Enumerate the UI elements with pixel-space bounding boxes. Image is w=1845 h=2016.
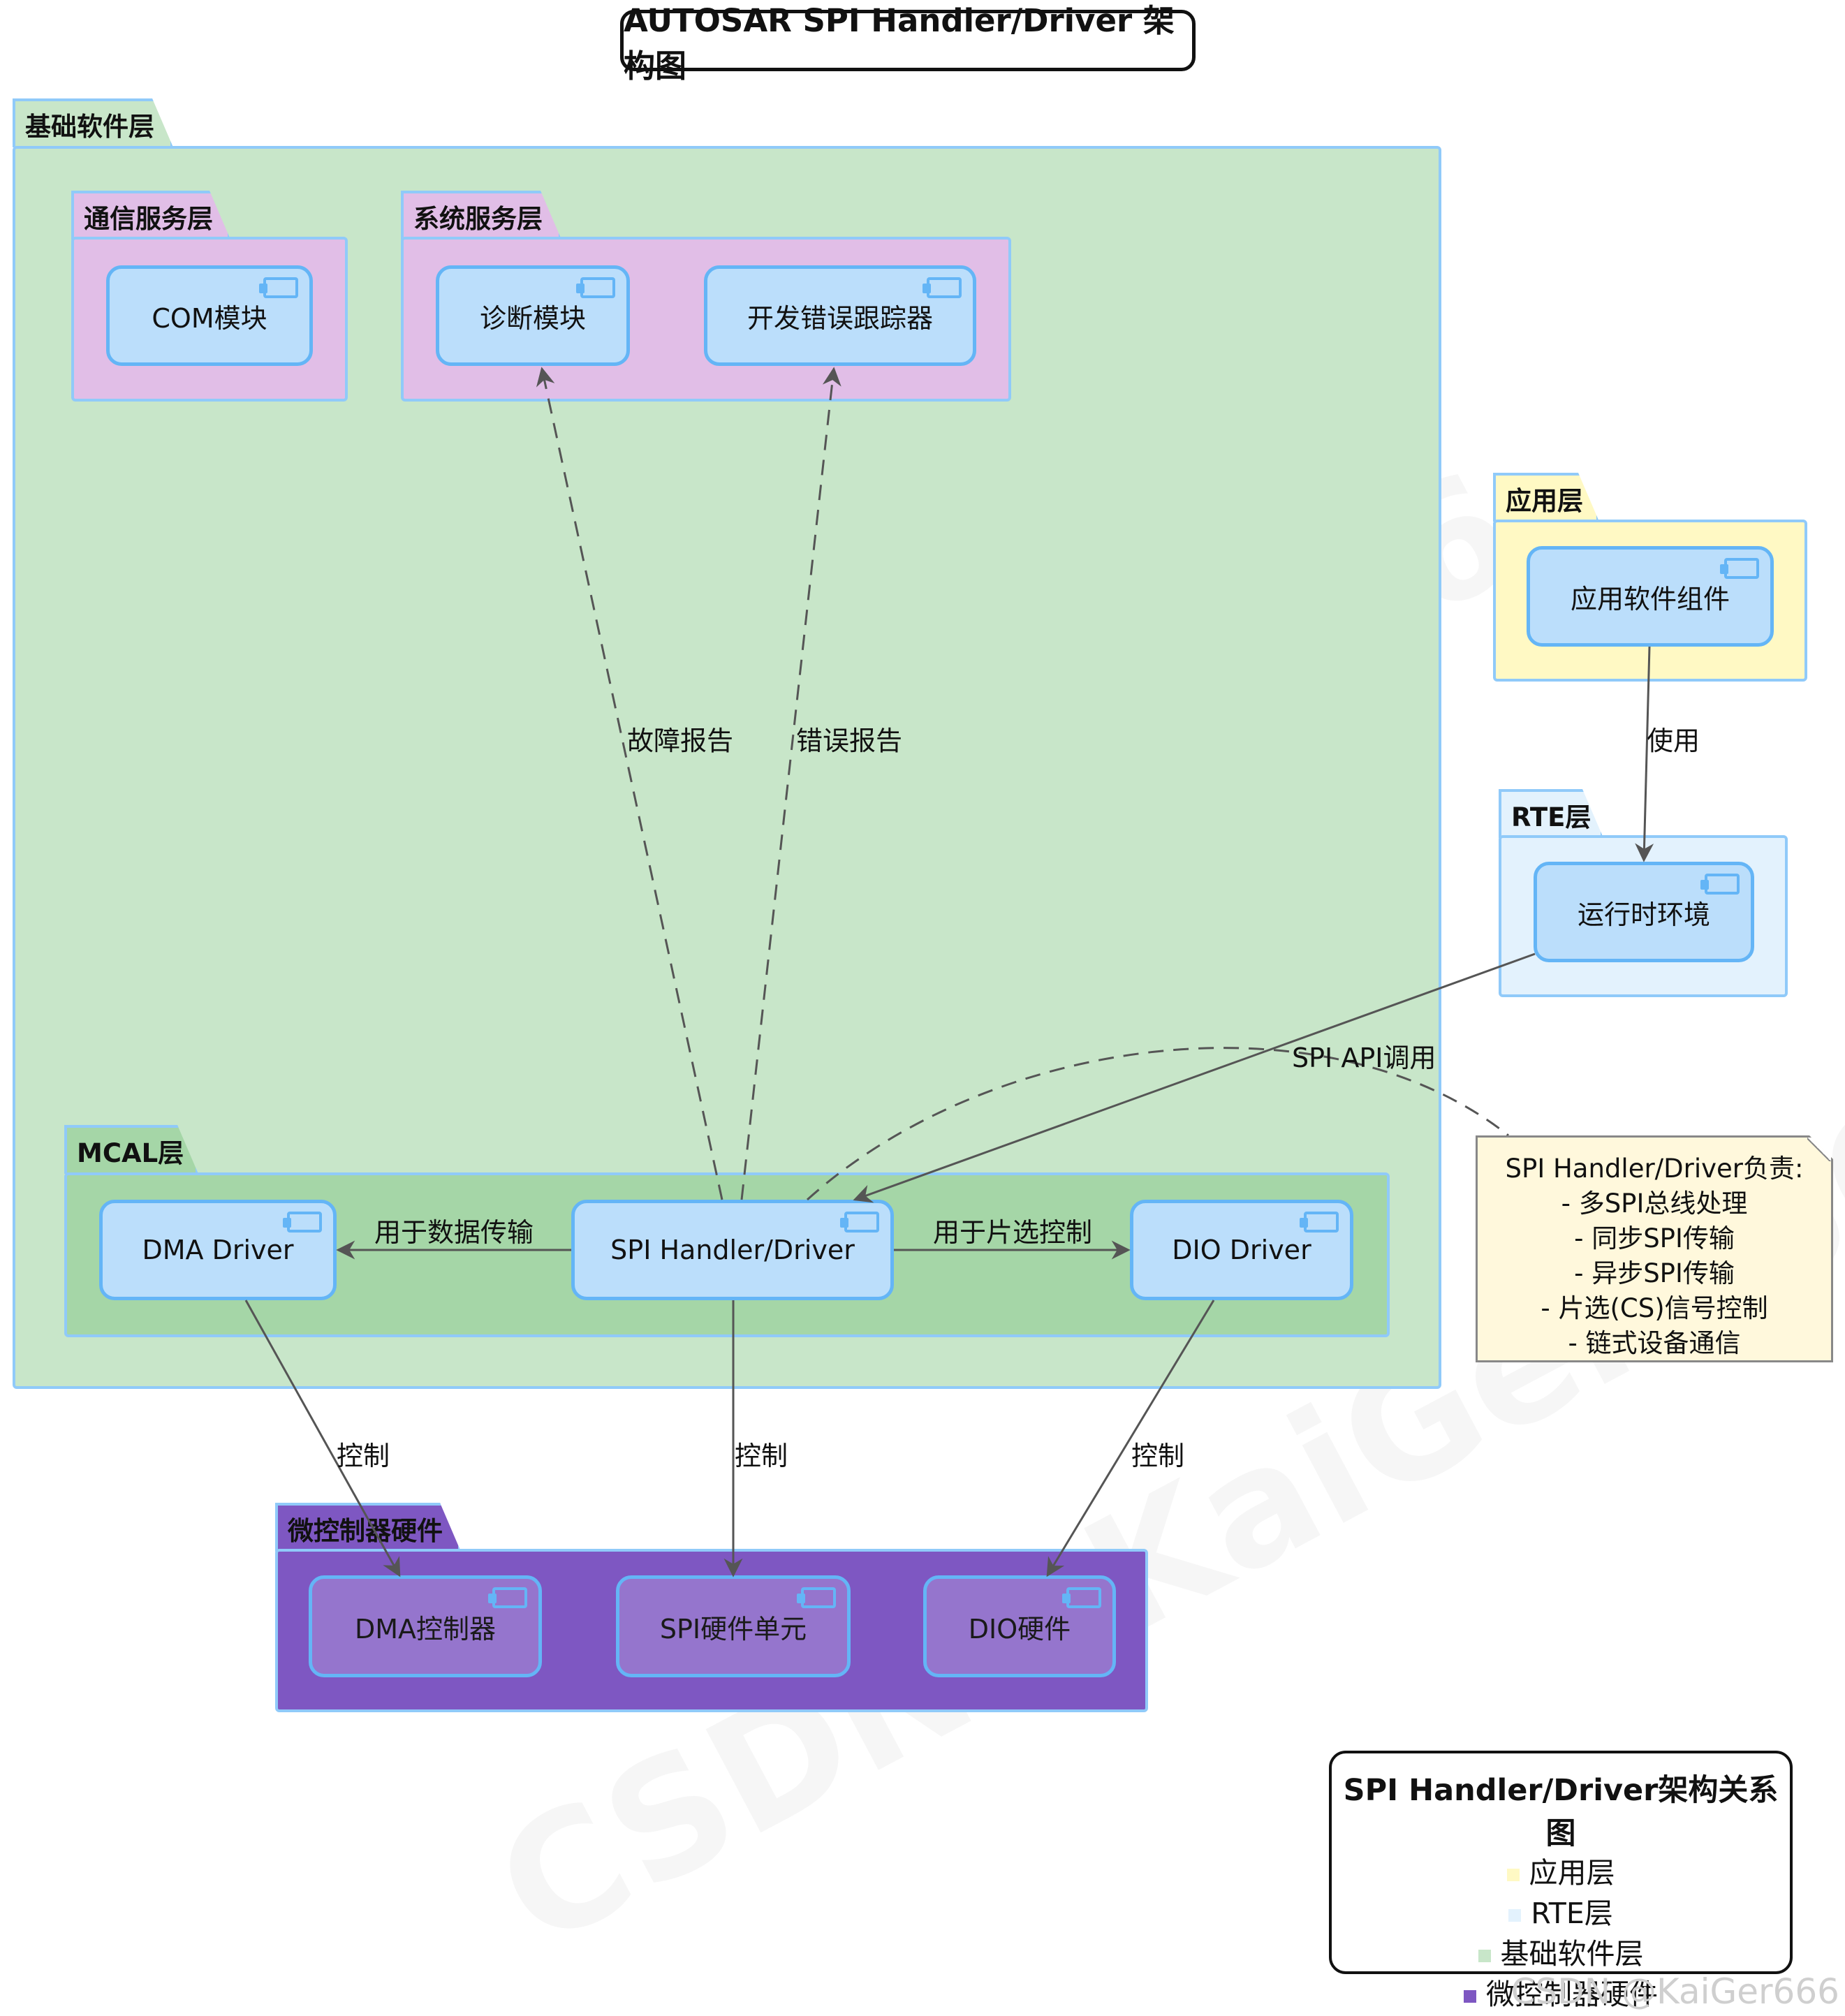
package-label-rte: RTE层 — [1511, 802, 1592, 832]
edge-note-link — [806, 1047, 1509, 1201]
component-icon — [1062, 1587, 1101, 1608]
edge-control-dma — [244, 1300, 401, 1577]
component-icon — [488, 1587, 527, 1608]
legend-label: 微控制器硬件 — [1486, 1978, 1658, 2011]
component-icon — [259, 277, 298, 298]
label-fault-report: 故障报告 — [627, 726, 734, 756]
component-rte-env[interactable]: 运行时环境 — [1534, 862, 1754, 962]
label-spi-api: SPI API调用 — [1292, 1043, 1436, 1073]
component-label: 开发错误跟踪器 — [747, 302, 933, 334]
component-label: SPI Handler/Driver — [610, 1235, 855, 1265]
note-title: SPI Handler/Driver负责: — [1505, 1154, 1804, 1184]
component-icon — [840, 1212, 879, 1233]
label-use: 使用 — [1647, 726, 1700, 756]
component-label: 诊断模块 — [479, 302, 586, 334]
component-icon — [797, 1587, 836, 1608]
legend-label: 应用层 — [1529, 1856, 1615, 1890]
edge-fault-report — [536, 367, 723, 1200]
component-com[interactable]: COM模块 — [106, 265, 313, 366]
legend-item: 基础软件层 — [1332, 1934, 1790, 1974]
label-control-dma: 控制 — [337, 1441, 390, 1471]
legend-label: 基础软件层 — [1500, 1937, 1644, 1971]
responsibility-note: SPI Handler/Driver负责: - 多SPI总线处理 - 同步SPI… — [1476, 1135, 1833, 1362]
label-control-dio: 控制 — [1131, 1441, 1185, 1471]
legend-item: RTE层 — [1332, 1893, 1790, 1934]
legend-title: SPI Handler/Driver架构关系图 — [1343, 1773, 1779, 1851]
legend-swatch — [1506, 1869, 1520, 1881]
package-tab-hw: 微控制器硬件 — [275, 1503, 461, 1552]
component-label: 应用软件组件 — [1570, 583, 1730, 615]
note-item: - 链式设备通信 — [1568, 1328, 1741, 1358]
package-label-mcal: MCAL层 — [77, 1138, 184, 1168]
component-spi-hw[interactable]: SPI硬件单元 — [616, 1575, 851, 1677]
legend: SPI Handler/Driver架构关系图 应用层 RTE层 基础软件层 微… — [1329, 1751, 1793, 2011]
component-label: DMA Driver — [142, 1235, 294, 1265]
component-dma-hw[interactable]: DMA控制器 — [309, 1575, 542, 1677]
legend-swatch — [1508, 1909, 1522, 1922]
label-control-spi: 控制 — [735, 1441, 788, 1471]
component-label: DMA控制器 — [354, 1613, 497, 1645]
component-diag[interactable]: 诊断模块 — [436, 265, 630, 366]
note-item: - 异步SPI传输 — [1574, 1258, 1735, 1288]
note-item: - 同步SPI传输 — [1574, 1223, 1735, 1253]
note-item: - 片选(CS)信号控制 — [1541, 1293, 1768, 1323]
legend-label: RTE层 — [1531, 1897, 1613, 1930]
legend-item: 微控制器硬件 — [1332, 1974, 1790, 2015]
package-tab-sys-services: 系统服务层 — [401, 191, 561, 240]
component-dio-hw[interactable]: DIO硬件 — [923, 1575, 1116, 1677]
component-dma-driver[interactable]: DMA Driver — [99, 1200, 337, 1300]
component-det[interactable]: 开发错误跟踪器 — [704, 265, 976, 366]
edge-error-report — [740, 367, 841, 1200]
package-label-hw: 微控制器硬件 — [288, 1516, 443, 1546]
package-tab-com-services: 通信服务层 — [71, 191, 230, 240]
credit-watermark: CSDN @KaiGer666 — [1510, 1971, 1839, 2012]
edge-use — [1635, 646, 1654, 862]
package-label-com-services: 通信服务层 — [84, 204, 213, 234]
component-app-swc[interactable]: 应用软件组件 — [1527, 546, 1774, 647]
package-tab-mcal: MCAL层 — [64, 1125, 198, 1174]
component-label: COM模块 — [152, 302, 267, 334]
component-icon — [576, 277, 615, 298]
label-error-report: 错误报告 — [796, 726, 903, 756]
component-label: SPI硬件单元 — [659, 1613, 807, 1645]
label-chip-select: 用于片选控制 — [933, 1217, 1093, 1248]
package-label-app: 应用层 — [1506, 486, 1583, 516]
package-label-bsw: 基础软件层 — [25, 112, 154, 142]
package-tab-app: 应用层 — [1493, 473, 1599, 522]
component-icon — [1700, 874, 1740, 895]
package-label-sys-services: 系统服务层 — [413, 204, 543, 234]
component-spi-driver[interactable]: SPI Handler/Driver — [571, 1200, 894, 1300]
component-label: DIO Driver — [1172, 1235, 1311, 1265]
component-icon — [1720, 558, 1759, 579]
legend-swatch — [1464, 1990, 1476, 2003]
edge-spi-api — [853, 952, 1536, 1203]
component-icon — [283, 1212, 322, 1233]
note-item: - 多SPI总线处理 — [1561, 1189, 1748, 1219]
edge-control-dio — [1046, 1300, 1215, 1577]
component-dio-driver[interactable]: DIO Driver — [1130, 1200, 1353, 1300]
label-data-transfer: 用于数据传输 — [374, 1217, 534, 1248]
legend-swatch — [1478, 1950, 1491, 1962]
component-icon — [1300, 1212, 1339, 1233]
legend-item: 应用层 — [1332, 1853, 1790, 1893]
component-label: 运行时环境 — [1577, 899, 1710, 930]
component-label: DIO硬件 — [968, 1613, 1071, 1645]
component-icon — [922, 277, 962, 298]
